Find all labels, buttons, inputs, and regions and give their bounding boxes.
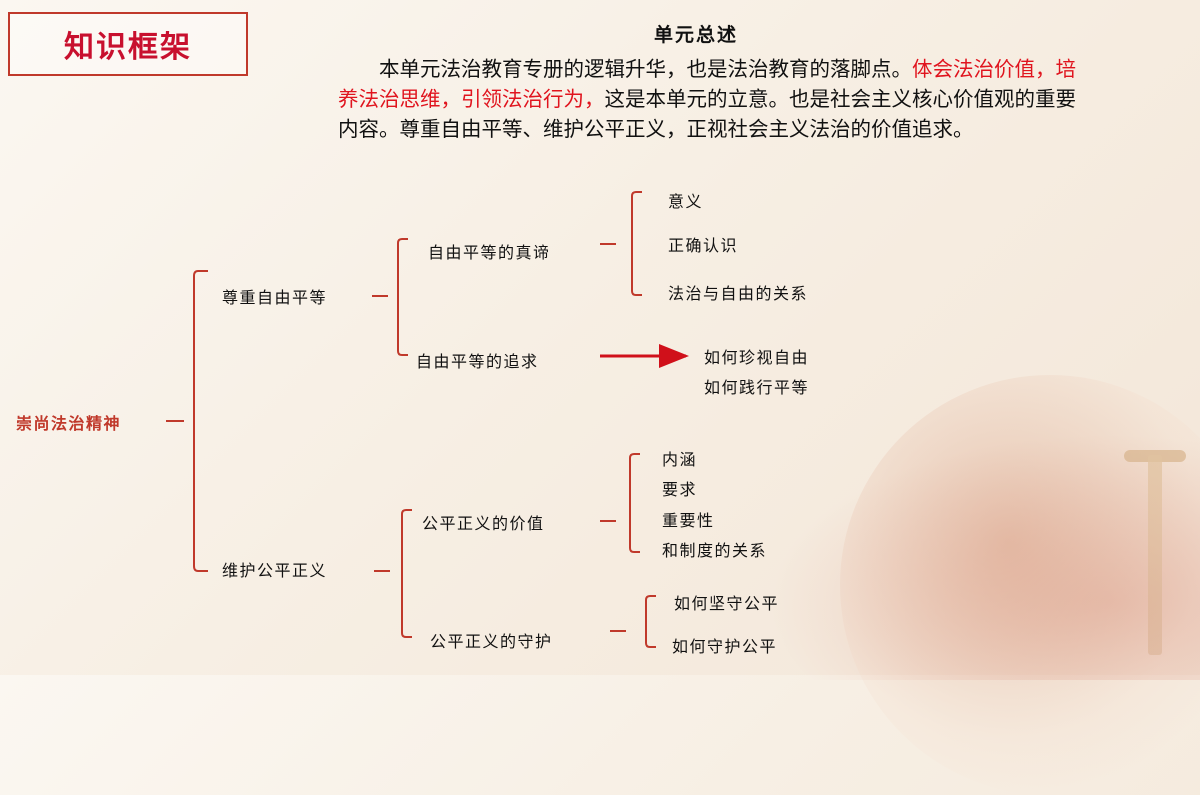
value-item: 内涵 [662,450,698,469]
mindmap-connectors [166,191,689,648]
background-pillar-decoration [1148,455,1162,655]
truth-item: 正确认识 [668,236,739,255]
truth-bracket [631,191,642,296]
pursuit-item: 如何践行平等 [704,378,810,397]
value-item: 要求 [662,480,698,499]
title-box: 知识框架 [8,12,248,76]
value-item: 和制度的关系 [662,541,768,560]
guard-item: 如何坚守公平 [674,594,780,613]
page-title: 知识框架 [64,30,192,65]
justice-value-node: 公平正义的价值 [422,514,545,533]
overview-text-highlight: 体会法治价值，培养法治思维，引领法治行为， [338,57,1076,111]
root-bracket [193,270,208,572]
overview-paragraph: 本单元法治教育专册的逻辑升华，也是法治教育的落脚点。体会法治价值，培养法治思维，… [338,54,1090,144]
background-silk-decoration [740,420,1200,680]
truth-item: 法治与自由的关系 [668,284,809,303]
truth-item: 意义 [668,192,704,211]
justice-guard-node: 公平正义的守护 [430,632,553,651]
overview-text-part2: 这是本单元的立意。也是社会主义核心价值观的重要内容。尊重自由平等、维护公平正义，… [338,87,1076,141]
branch-freedom: 尊重自由平等 [222,288,328,307]
overview-heading: 单元总述 [654,24,739,46]
overview-text-part1: 本单元法治教育专册的逻辑升华，也是法治教育的落脚点。 [379,57,912,81]
justice-bracket [401,509,412,638]
root-node: 崇尚法治精神 [16,414,122,433]
value-bracket [629,453,640,553]
guard-bracket [645,595,656,648]
pursuit-item: 如何珍视自由 [704,348,810,367]
freedom-bracket [397,238,408,356]
value-item: 重要性 [662,511,715,530]
branch-justice: 维护公平正义 [222,561,328,580]
freedom-truth-node: 自由平等的真谛 [428,243,551,262]
freedom-pursuit-node: 自由平等的追求 [416,352,539,371]
guard-item: 如何守护公平 [672,637,778,656]
